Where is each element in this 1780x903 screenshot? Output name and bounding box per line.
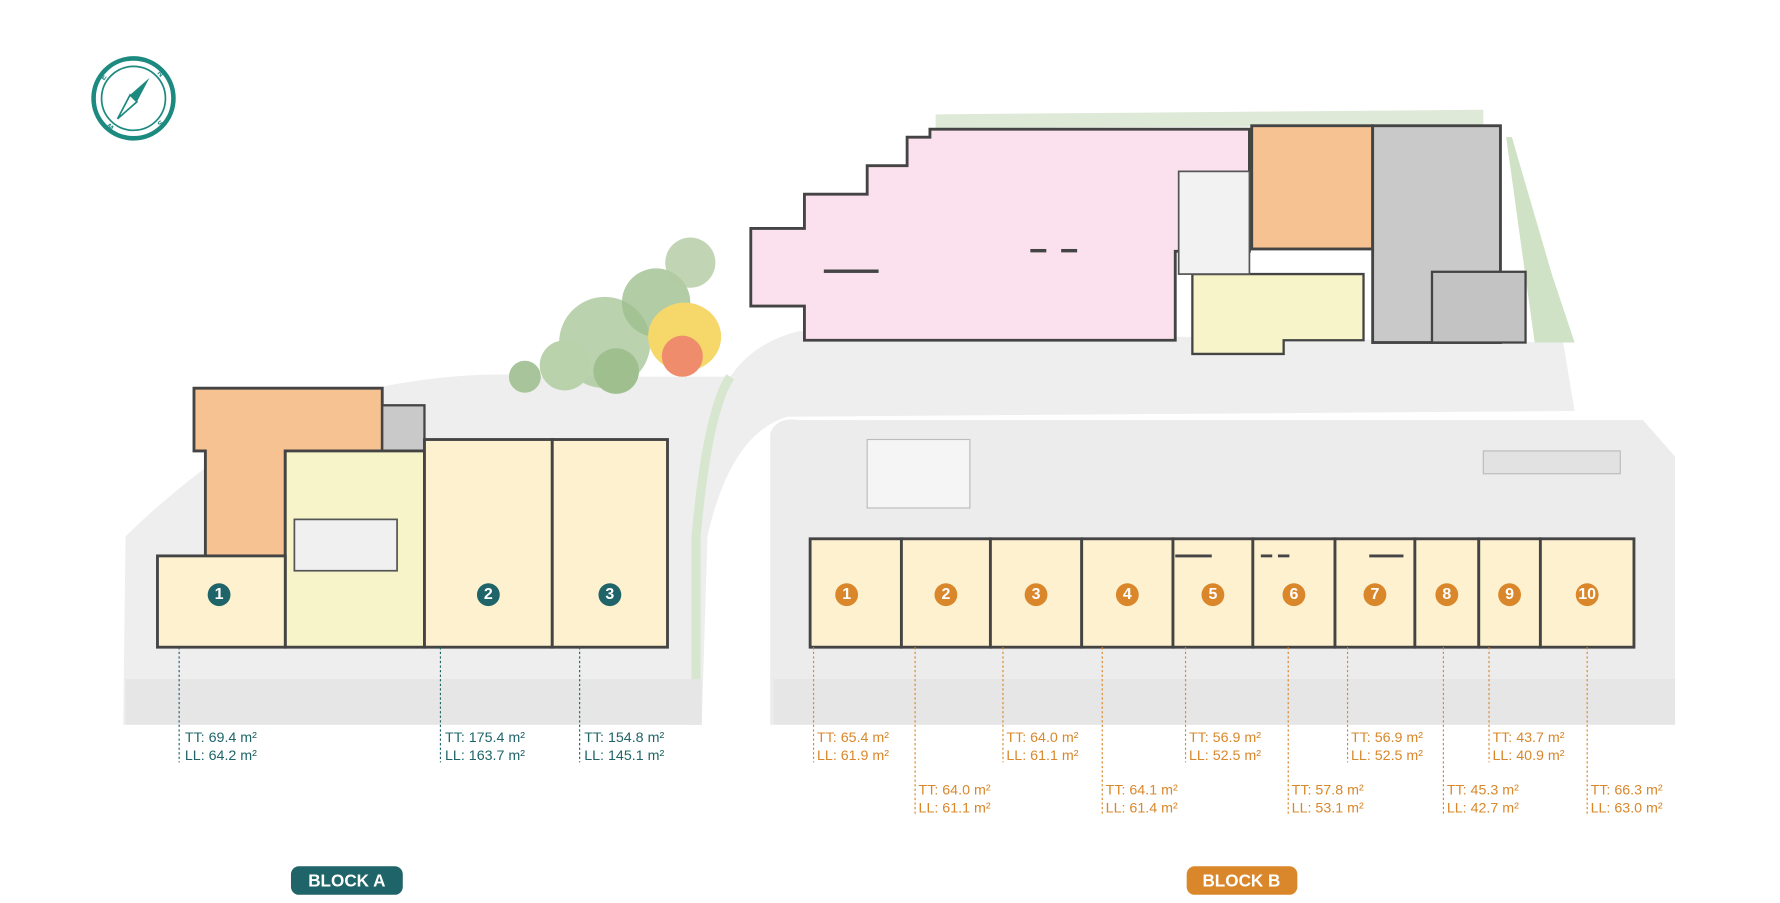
usable-area: LL: 61.1 m²	[919, 801, 991, 817]
usable-area: LL: 64.2 m²	[185, 748, 257, 764]
total-area: TT: 64.0 m²	[1006, 730, 1078, 746]
unit-number-badge	[598, 583, 622, 607]
compass-north-icon: N S W E	[90, 56, 176, 141]
usable-area: LL: 40.9 m²	[1492, 748, 1564, 764]
usable-area: LL: 163.7 m²	[445, 748, 525, 764]
unit-number-badge	[1024, 583, 1048, 607]
unit-number-badge	[835, 583, 859, 607]
usable-area: LL: 61.1 m²	[1006, 748, 1078, 764]
block-a-unit-2[interactable]: 2	[423, 438, 554, 649]
block-b-unit-2[interactable]: 2	[899, 537, 992, 649]
usable-area: LL: 145.1 m²	[584, 748, 664, 764]
unit-number: 1	[842, 586, 851, 603]
total-area: TT: 65.4 m²	[817, 730, 889, 746]
total-area: TT: 64.1 m²	[1106, 782, 1178, 798]
total-area: TT: 69.4 m²	[185, 730, 257, 746]
total-area: TT: 64.0 m²	[919, 782, 991, 798]
usable-area: LL: 52.5 m²	[1351, 748, 1423, 764]
block-b-building: 1 2 3 4 5 6 7 8 9 10	[808, 438, 1636, 649]
unit-number-badge	[1282, 583, 1306, 607]
unit-number-badge	[476, 583, 500, 607]
unit-number: 6	[1289, 586, 1298, 603]
block-a-label: BLOCK A	[308, 872, 385, 891]
unit-number-badge	[1575, 583, 1599, 607]
unit-number-badge	[207, 583, 231, 607]
total-area: TT: 175.4 m²	[445, 730, 525, 746]
unit-number-badge	[1201, 583, 1225, 607]
unit-number: 2	[484, 586, 493, 603]
total-area: TT: 56.9 m²	[1351, 730, 1423, 746]
usable-area: LL: 42.7 m²	[1447, 801, 1519, 817]
block-b-label: BLOCK B	[1202, 872, 1280, 891]
total-area: TT: 154.8 m²	[584, 730, 664, 746]
total-area: TT: 45.3 m²	[1447, 782, 1519, 798]
unit-number: 8	[1442, 586, 1451, 603]
unit-number: 4	[1123, 586, 1132, 603]
block-b-unit-9[interactable]: 9	[1477, 537, 1542, 649]
retail-space-pink	[749, 127, 1251, 342]
block-b-unit-3[interactable]: 3	[988, 537, 1084, 649]
unit-number-badge	[1363, 583, 1387, 607]
block-a-building: 1 2 3	[156, 386, 669, 649]
unit-number-badge	[1498, 583, 1521, 607]
block-b-unit-8[interactable]: 8	[1413, 537, 1481, 649]
block-b-unit-1[interactable]: 1	[808, 537, 903, 649]
upper-building	[749, 124, 1527, 356]
block-b-unit-10[interactable]: 10	[1538, 537, 1636, 649]
block-b-tag: BLOCK B	[1186, 866, 1298, 895]
block-b-unit-4[interactable]: 4	[1080, 537, 1175, 649]
core-orange	[1250, 124, 1375, 251]
unit-number: 3	[1032, 586, 1041, 603]
block-a-tag: BLOCK A	[290, 866, 403, 895]
unit-number-badge	[1435, 583, 1459, 607]
unit-number-badge	[934, 583, 958, 607]
usable-area: LL: 52.5 m²	[1189, 748, 1261, 764]
total-area: TT: 43.7 m²	[1492, 730, 1564, 746]
unit-number: 9	[1505, 586, 1514, 603]
park-area	[508, 237, 722, 394]
unit-number: 10	[1578, 586, 1596, 603]
unit-number-badge	[1115, 583, 1139, 607]
total-area: TT: 56.9 m²	[1189, 730, 1261, 746]
usable-area: LL: 61.9 m²	[817, 748, 889, 764]
lobby-yellow	[1191, 272, 1365, 356]
unit-number: 3	[605, 586, 614, 603]
unit-number: 5	[1208, 586, 1217, 603]
usable-area: LL: 63.0 m²	[1591, 801, 1663, 817]
unit-number: 1	[215, 586, 224, 603]
usable-area: LL: 53.1 m²	[1292, 801, 1364, 817]
total-area: TT: 66.3 m²	[1591, 782, 1663, 798]
total-area: TT: 57.8 m²	[1292, 782, 1364, 798]
block-a-unit-3[interactable]: 3	[550, 438, 669, 649]
unit-number: 7	[1370, 586, 1379, 603]
usable-area: LL: 61.4 m²	[1106, 801, 1178, 817]
block-a-unit-1[interactable]: 1	[156, 554, 287, 649]
unit-number: 2	[941, 586, 950, 603]
